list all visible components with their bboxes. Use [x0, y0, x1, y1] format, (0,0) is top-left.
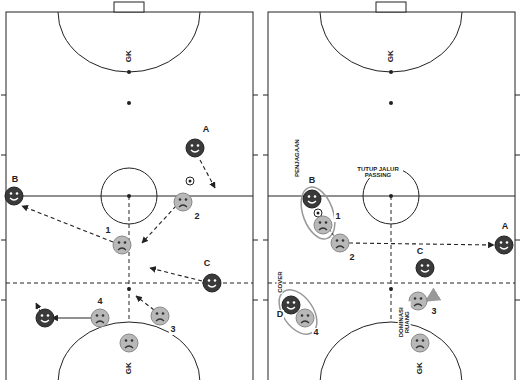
tactic-label: TUTUP JALUR PASSING — [353, 166, 403, 179]
player-label: D — [276, 310, 285, 319]
defender-player — [314, 216, 332, 234]
defender-player — [411, 334, 429, 352]
movement-arrow — [349, 243, 494, 245]
player-label: B — [308, 176, 317, 185]
attacker-player — [495, 236, 513, 254]
player-label: GK — [125, 361, 133, 375]
player-label: A — [501, 222, 510, 231]
ball — [186, 177, 194, 185]
defender-player — [120, 334, 138, 352]
tactic-label: DOMINASI RUANG — [398, 301, 411, 343]
attacker-player — [303, 190, 321, 208]
tactic-label: COVER — [277, 270, 283, 293]
player-label: A — [202, 125, 211, 134]
defender-player — [296, 309, 314, 327]
player-label: 1 — [104, 226, 111, 235]
player-label: 3 — [430, 307, 437, 316]
defender-player — [151, 307, 169, 325]
attacker-player — [203, 274, 221, 292]
player-label: 4 — [96, 297, 103, 306]
movement-arrow — [52, 317, 91, 318]
player-label: 2 — [193, 212, 200, 221]
player-label: 3 — [169, 325, 176, 334]
tactic-label: PENJAGAAN — [294, 138, 300, 178]
court-half — [263, 2, 520, 380]
defender-player — [174, 193, 192, 211]
player-label: B — [11, 175, 20, 184]
attacker-player — [5, 187, 23, 205]
defender-player — [331, 234, 349, 252]
player-label: GK — [387, 49, 395, 63]
court-half — [1, 2, 258, 380]
player-label: 4 — [312, 328, 319, 337]
movement-arrow — [200, 160, 215, 188]
player-label: C — [203, 259, 212, 268]
group-ring — [295, 182, 342, 243]
attacker-player — [186, 139, 204, 157]
player-label: C — [416, 247, 425, 256]
attacker-player — [416, 259, 434, 277]
defender-player — [91, 309, 109, 327]
movement-arrow — [22, 206, 113, 242]
player-label: 2 — [348, 253, 355, 262]
player-label: GK — [416, 361, 424, 375]
attacker-player — [36, 309, 54, 327]
defender-player — [409, 292, 427, 310]
attacker-player — [282, 296, 300, 314]
defender-player — [113, 236, 131, 254]
movement-arrow — [142, 206, 176, 243]
movement-arrow — [136, 296, 154, 310]
player-label: 1 — [334, 212, 341, 221]
player-label: GK — [125, 49, 133, 63]
movement-arrow — [150, 268, 202, 281]
